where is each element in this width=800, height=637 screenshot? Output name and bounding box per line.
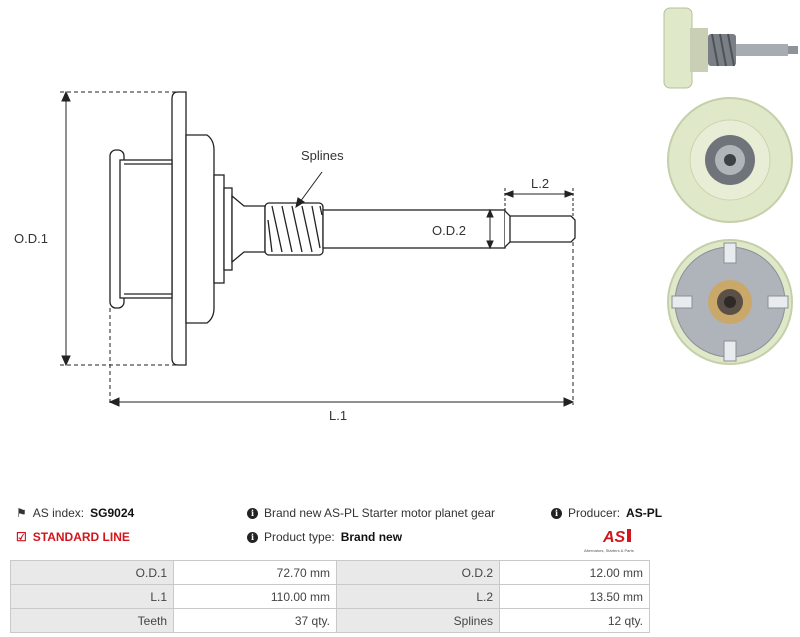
table-row: Teeth 37 qty. Splines 12 qty. [10,608,650,633]
spec-label: Teeth [10,608,174,633]
spec-value: 12.00 mm [499,560,650,585]
spec-value: 110.00 mm [173,584,337,609]
description-text: Brand new AS-PL Starter motor planet gea… [264,506,496,520]
standard-line: ☑ STANDARD LINE [16,530,130,544]
svg-text:AS: AS [602,529,626,546]
info-icon: i [247,531,258,543]
spec-label: L.1 [10,584,174,609]
product-type-value: Brand new [340,530,403,544]
product-type: i Product type: Brand new [247,530,402,544]
check-icon: ☑ [16,530,27,544]
producer-label: Producer: [568,506,621,520]
spec-value: 12 qty. [499,608,650,633]
spec-value: 13.50 mm [499,584,650,609]
producer: i Producer: AS-PL [551,506,662,520]
l2-label: L.2 [531,176,549,191]
as-index: ⚑ AS index: SG9024 [16,506,134,520]
od2-label: O.D.2 [432,223,466,238]
spec-label: O.D.2 [336,560,500,585]
splines-label: Splines [301,148,344,163]
spec-value: 37 qty. [173,608,337,633]
od1-label: O.D.1 [14,231,48,246]
photo-side-view [660,0,800,92]
spec-label: O.D.1 [10,560,174,585]
photo-front-view [667,97,793,223]
table-row: O.D.1 72.70 mm O.D.2 12.00 mm [10,560,650,585]
info-icon: i [551,507,562,519]
info-icon: i [247,507,258,519]
producer-value: AS-PL [626,506,663,520]
l1-label: L.1 [329,408,347,423]
spec-label: L.2 [336,584,500,609]
spec-value: 72.70 mm [173,560,337,585]
product-description: i Brand new AS-PL Starter motor planet g… [247,506,495,520]
spec-label: Splines [336,608,500,633]
standard-line-label: STANDARD LINE [32,530,130,544]
product-type-label: Product type: [264,530,335,544]
photo-back-view [667,239,793,365]
technical-drawing: O.D.1 O.D.2 L.1 L.2 Splines [14,90,576,423]
svg-text:Alternators, Starters & Parts: Alternators, Starters & Parts [584,548,634,553]
as-pl-logo: AS Alternators, Starters & Parts [584,529,634,553]
table-row: L.1 110.00 mm L.2 13.50 mm [10,584,650,609]
as-index-value: SG9024 [90,506,135,520]
spec-table: O.D.1 72.70 mm O.D.2 12.00 mm L.1 110.00… [10,560,650,633]
as-index-label: AS index: [32,506,85,520]
tag-icon: ⚑ [16,506,27,520]
